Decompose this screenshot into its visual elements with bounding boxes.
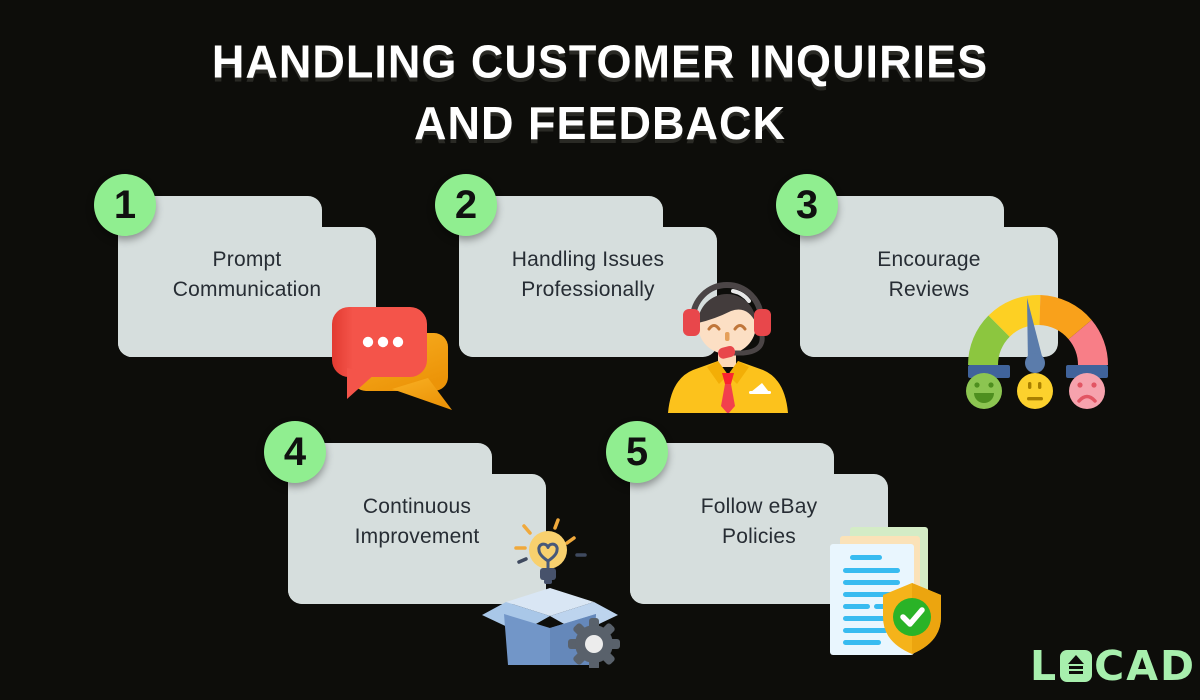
logo-letters-cad: CAD xyxy=(1094,642,1196,690)
agent-headset xyxy=(683,282,771,359)
idea-box-icon xyxy=(482,518,620,668)
step-label-line-2: Policies xyxy=(722,525,796,548)
step-card-handling-issues: 2 Handling Issues Professionally xyxy=(435,174,788,413)
happy-face xyxy=(966,373,1002,409)
step-number-badge: 2 xyxy=(435,174,497,236)
step-number-badge: 5 xyxy=(606,421,668,483)
step-label-line-1: Encourage xyxy=(877,248,981,271)
logo-letter-l: L xyxy=(1030,642,1059,690)
step-label-line-1: Handling Issues xyxy=(511,248,665,271)
step-number-badge: 4 xyxy=(264,421,326,483)
step-number-badge: 1 xyxy=(94,174,156,236)
step-card-follow-ebay-policies: 5 Follow eBay Policies xyxy=(606,421,941,655)
logo-package-arrow-icon xyxy=(1060,650,1093,682)
step-label: Handling Issues Professionally xyxy=(459,245,717,305)
neutral-face xyxy=(1017,373,1053,409)
card-shape-body xyxy=(459,227,717,357)
gauge-needle xyxy=(1025,298,1045,373)
step-number: 5 xyxy=(625,429,649,474)
step-number: 2 xyxy=(454,182,478,227)
step-number: 3 xyxy=(795,182,819,227)
step-label-line-2: Professionally xyxy=(521,278,655,301)
step-label: Prompt Communication xyxy=(118,245,376,305)
step-label-line-1: Follow eBay xyxy=(700,495,818,518)
step-card-prompt-communication: 1 Prompt Communication xyxy=(94,174,452,410)
red-bubble xyxy=(332,307,427,399)
satisfaction-gauge-icon xyxy=(966,294,1108,409)
agent-body xyxy=(668,351,788,413)
step-label-line-2: Communication xyxy=(172,278,322,301)
step-label-line-1: Prompt xyxy=(212,248,282,271)
step-card-continuous-improvement: 4 Continuous Improvement xyxy=(264,421,620,668)
step-number: 4 xyxy=(283,429,307,474)
page-title-line-2: AND FEEDBACK xyxy=(414,96,786,150)
step-label: Continuous Improvement xyxy=(288,492,546,552)
step-label-line-2: Reviews xyxy=(888,278,970,301)
policy-shield-icon xyxy=(830,527,941,655)
step-label: Encourage Reviews xyxy=(800,245,1058,305)
step-label-line-2: Improvement xyxy=(354,525,480,548)
step-number-badge: 3 xyxy=(776,174,838,236)
agent-head xyxy=(698,289,756,354)
gear xyxy=(568,618,620,668)
step-number: 1 xyxy=(113,182,137,227)
shield-check xyxy=(883,583,941,654)
step-card-encourage-reviews: 3 Encourage Reviews xyxy=(776,174,1108,409)
page-title: HANDLING CUSTOMER INQUIRIES AND FEEDBACK xyxy=(0,31,1200,154)
page-title-line-1: HANDLING CUSTOMER INQUIRIES xyxy=(211,34,989,88)
chat-bubbles-icon xyxy=(332,307,452,410)
card-shape-body xyxy=(288,474,546,604)
card-shape-body xyxy=(800,227,1058,357)
support-agent-icon xyxy=(668,282,788,413)
open-box xyxy=(482,588,618,665)
step-label-line-1: Continuous xyxy=(362,495,472,518)
lightbulb xyxy=(514,518,587,584)
step-label: Follow eBay Policies xyxy=(630,492,888,552)
sad-face xyxy=(1069,373,1105,409)
locad-logo: L CAD xyxy=(1030,642,1196,690)
